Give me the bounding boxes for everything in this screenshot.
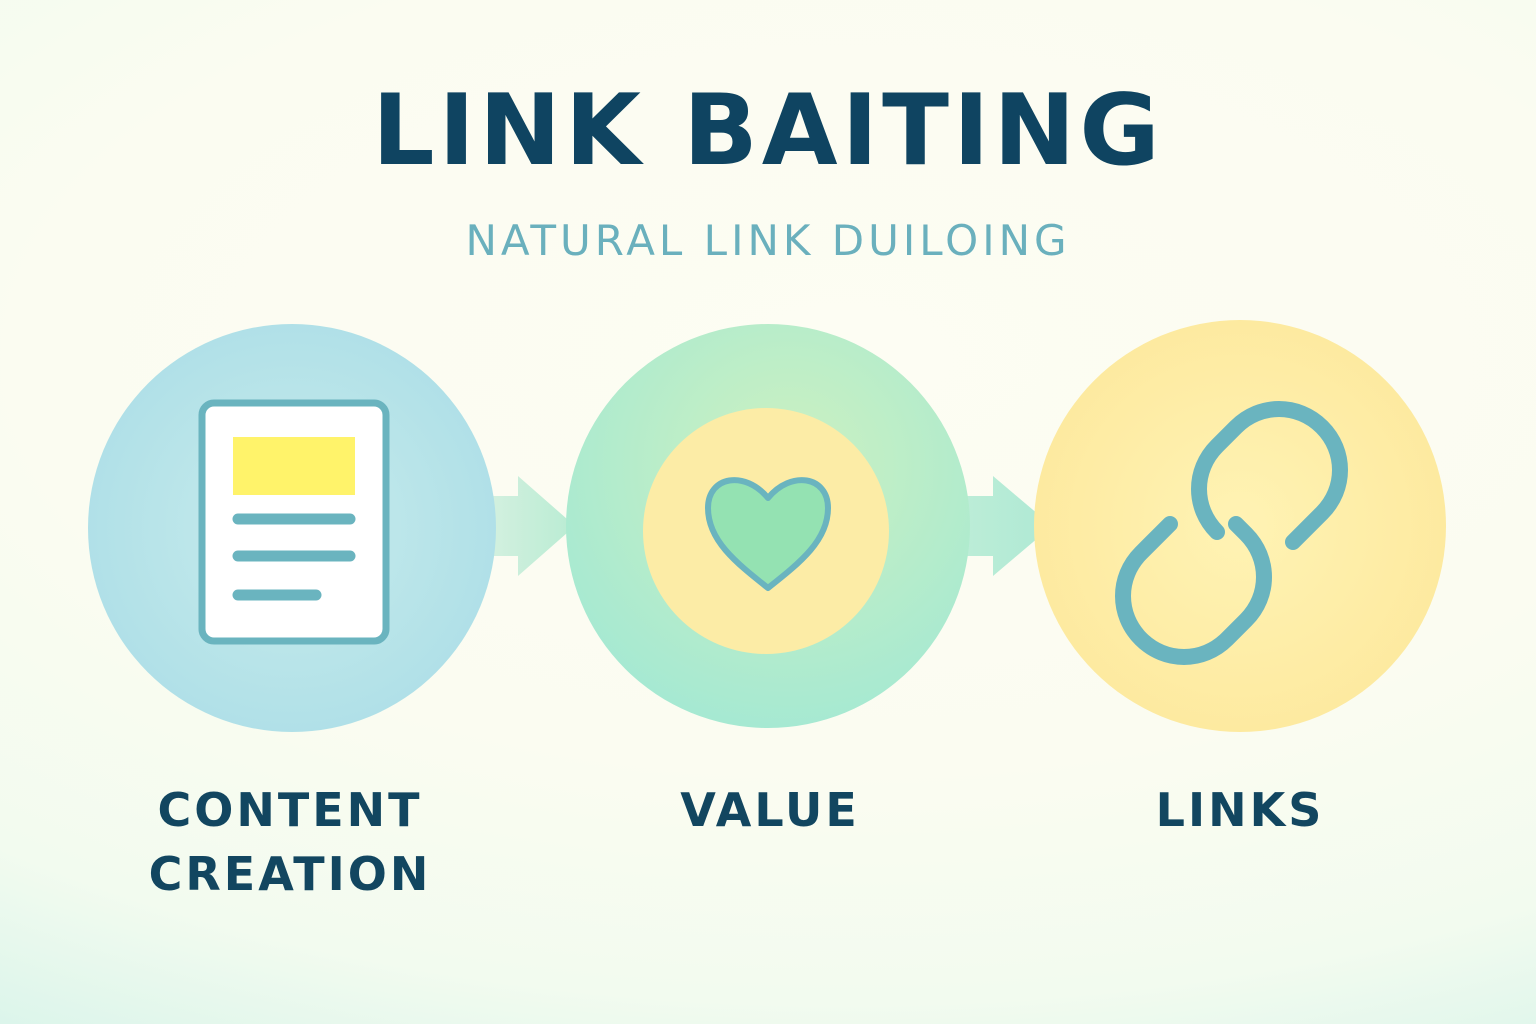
heart-icon [705,477,831,591]
page-title: LINK BAITING [372,74,1164,188]
step-label-line: VALUE [680,783,860,837]
page-subtitle: NATURAL LINK DUILOING [465,216,1071,265]
arrow-right-icon [470,476,575,576]
step-label-line: LINKS [1155,783,1325,837]
step-label-value: VALUE [620,778,920,842]
step-label-line: CONTENT [157,783,423,837]
step-links [1034,320,1446,732]
process-diagram [88,320,1446,732]
step-label-links: LINKS [1090,778,1390,842]
step-label-content-creation: CONTENT CREATION [140,778,440,906]
document-icon [198,399,390,645]
step-value [566,324,970,728]
step-content-creation [88,324,496,732]
step-label-line: CREATION [148,847,432,901]
chain-link-icon [1115,401,1348,665]
